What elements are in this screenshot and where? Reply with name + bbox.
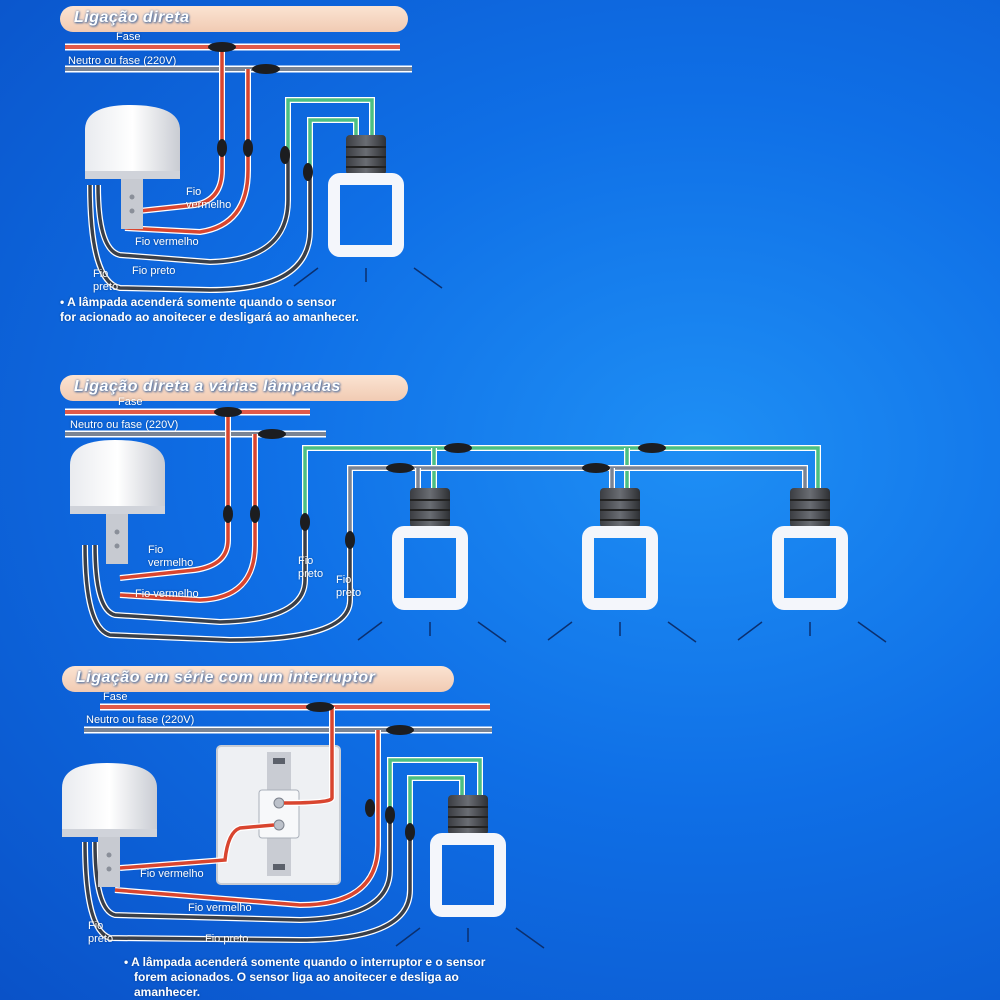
fio-vermelho-label: Fio vermelho	[140, 868, 204, 880]
fase-label: Fase	[118, 396, 143, 408]
fio-preto-label: Fio preto	[88, 920, 114, 945]
lamp-2b	[588, 488, 652, 604]
section-1-wires	[65, 42, 412, 294]
lamp-rays-2b	[547, 621, 697, 643]
fio-vermelho-label: Fio vermelho	[135, 588, 199, 600]
lamp-rays-2a	[357, 621, 507, 643]
note-line: • A lâmpada acenderá somente quando o se…	[60, 295, 337, 309]
fio-preto-label: Fio preto	[93, 268, 119, 293]
note-line: forem acionados. O sensor liga ao anoite…	[134, 970, 459, 984]
section-3-wires-b	[82, 702, 483, 944]
neutro-label: Neutro ou fase (220V)	[70, 419, 179, 431]
fase-label: Fase	[116, 31, 141, 43]
fio-vermelho-label: Fio vermelho	[148, 544, 194, 569]
note-line: amanhecer.	[134, 985, 201, 999]
neutro-label: Neutro ou fase (220V)	[68, 55, 177, 67]
lamp-2a	[398, 488, 462, 604]
section-3-note: • A lâmpada acenderá somente quando o in…	[124, 955, 485, 1000]
fio-preto-label: Fio preto	[132, 265, 176, 277]
section-1-title-bar: Ligação direta	[60, 6, 408, 32]
fio-vermelho-label: Fio vermelho	[186, 186, 232, 211]
wall-switch	[216, 745, 341, 885]
note-line: for acionado ao anoitecer e desligará ao…	[60, 310, 359, 324]
lamp-2c	[778, 488, 842, 604]
section-1-note: • A lâmpada acenderá somente quando o se…	[60, 295, 359, 325]
section-3-title: Ligação em série com um interruptor	[76, 669, 376, 686]
lamp-3	[436, 795, 500, 911]
fio-preto-label: Fio preto	[336, 574, 362, 599]
section-2-wires	[65, 407, 821, 644]
neutro-label: Neutro ou fase (220V)	[86, 714, 195, 726]
section-3-title-bar: Ligação em série com um interruptor	[62, 666, 454, 692]
lamp-1	[334, 135, 398, 251]
lamp-rays-3	[395, 927, 545, 949]
fio-vermelho-label: Fio vermelho	[135, 236, 199, 248]
fio-vermelho-label: Fio vermelho	[188, 902, 252, 914]
fio-preto-label: Fio preto	[298, 555, 324, 580]
section-3-wires	[84, 703, 492, 734]
note-line: • A lâmpada acenderá somente quando o in…	[124, 955, 486, 969]
section-2-title-bar: Ligação direta a várias lâmpadas	[60, 375, 408, 401]
section-1-title: Ligação direta	[74, 9, 190, 26]
fase-label: Fase	[103, 691, 128, 703]
fio-preto-label: Fio preto	[205, 933, 249, 945]
lamp-rays-2c	[737, 621, 887, 643]
section-2-title: Ligação direta a várias lâmpadas	[74, 378, 341, 395]
lamp-rays-1	[293, 267, 443, 289]
